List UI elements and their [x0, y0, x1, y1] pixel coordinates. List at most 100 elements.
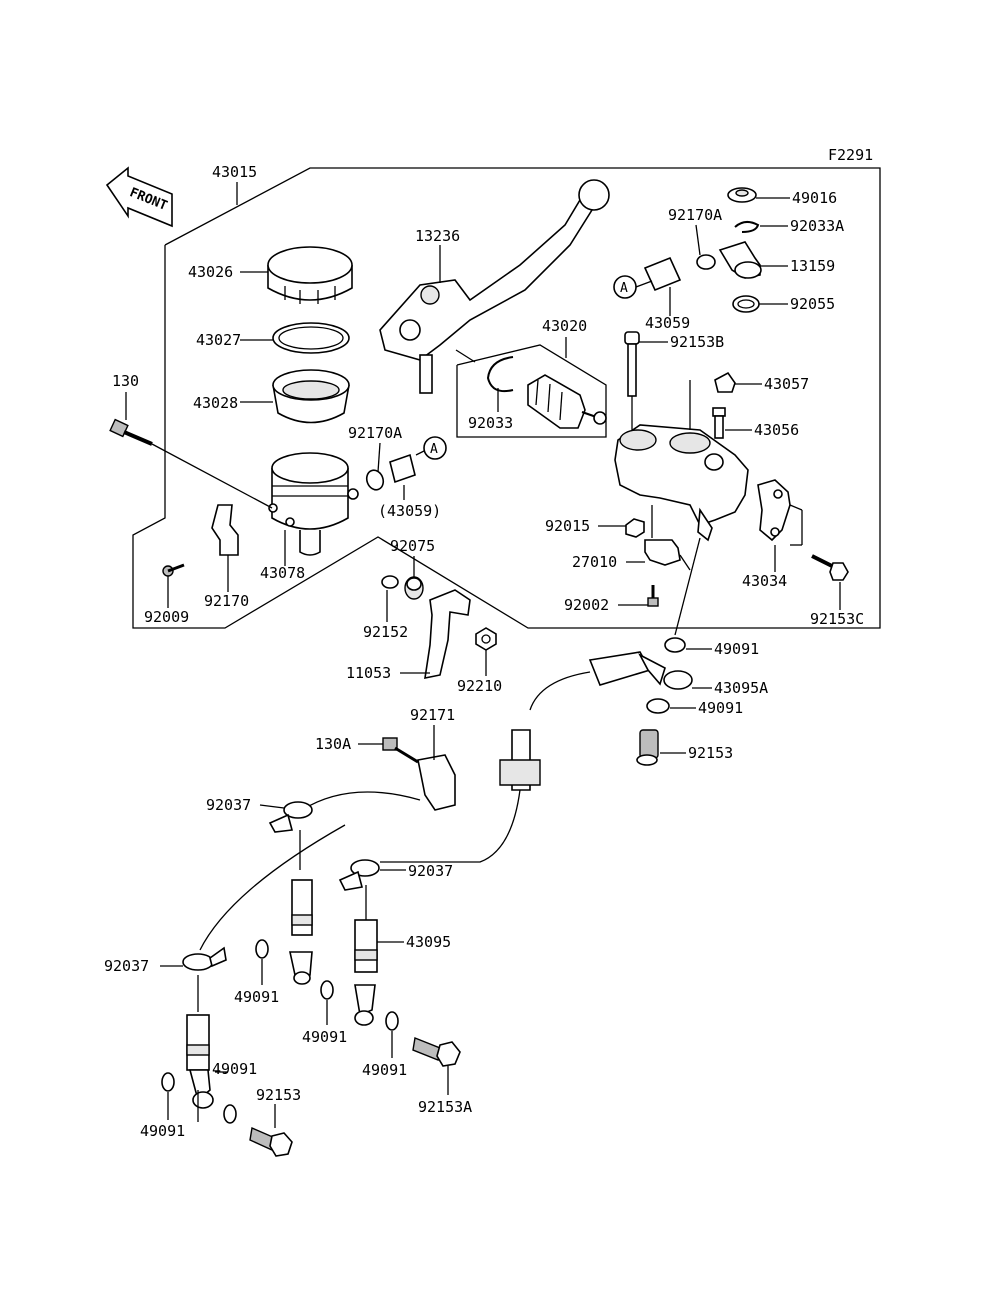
washer-49091-a	[255, 939, 269, 959]
label-92153B: 92153B	[670, 333, 724, 351]
diaphragm-plate-43027	[272, 322, 350, 354]
piston-assembly-43020	[527, 374, 607, 429]
label-49091-b: 49091	[698, 699, 743, 717]
cap-49016	[727, 187, 757, 203]
leader-lines	[125, 197, 841, 1128]
bolt-130A	[382, 737, 419, 764]
hose-clamp-92170A-right	[696, 254, 716, 270]
circlip-92033A	[734, 221, 760, 233]
bracket-11053	[424, 589, 471, 680]
label-49091-c: 49091	[234, 988, 279, 1006]
label-92037-b: 92037	[408, 862, 453, 880]
assembly-boundary	[132, 167, 881, 629]
label-11053: 11053	[346, 664, 391, 682]
label-92170: 92170	[204, 592, 249, 610]
hose-clamp-92037-upper	[268, 801, 313, 833]
label-130: 130	[112, 372, 139, 390]
label-43027: 43027	[196, 331, 241, 349]
hose-clamp-92037-middle	[338, 859, 380, 891]
svg-text:A: A	[430, 442, 438, 457]
label-49091-a: 49091	[714, 640, 759, 658]
clamp-92170	[211, 504, 239, 556]
brake-switch-27010	[644, 505, 691, 571]
bleeder-cap-43057	[714, 371, 736, 393]
label-92170A-left: 92170A	[348, 424, 402, 442]
hose-clamp-92037-lower	[182, 946, 227, 971]
svg-text:A: A	[620, 281, 628, 296]
label-49091-g: 49091	[140, 1122, 185, 1140]
label-43026: 43026	[188, 263, 233, 281]
bolt-92153-bottom	[249, 1127, 293, 1157]
label-43059-paren: (43059)	[378, 502, 441, 520]
label-43095A: 43095A	[714, 679, 768, 697]
hose-43059-right	[643, 256, 682, 292]
hose-section-lower-left	[186, 1014, 214, 1109]
hose-section-left	[289, 879, 313, 985]
bleeder-valve-43056	[712, 407, 726, 439]
hose-43059-left	[389, 453, 416, 484]
label-130A: 130A	[315, 735, 351, 753]
label-92002: 92002	[564, 596, 609, 614]
label-43056: 43056	[754, 421, 799, 439]
label-43078: 43078	[260, 564, 305, 582]
label-43015: 43015	[212, 163, 257, 181]
label-13159: 13159	[790, 257, 835, 275]
label-49016: 49016	[792, 189, 837, 207]
holder-43034	[757, 479, 791, 542]
label-92171: 92171	[410, 706, 455, 724]
label-92037-a: 92037	[206, 796, 251, 814]
main-brake-hose	[380, 729, 541, 863]
piston-group-box	[456, 344, 607, 438]
hose-clamp-92170A-left	[365, 469, 385, 491]
brake-lever-13236	[379, 179, 610, 394]
washer-49091-top	[664, 637, 686, 653]
label-92153C: 92153C	[810, 610, 864, 628]
label-49091-f: 49091	[212, 1060, 257, 1078]
bolt-130	[109, 418, 153, 446]
circlip-92033	[486, 356, 514, 393]
screw-92002	[647, 585, 659, 607]
label-92170A-right: 92170A	[668, 206, 722, 224]
washer-49091-b	[320, 980, 334, 1000]
label-49091-e: 49091	[362, 1061, 407, 1079]
washer-92152	[381, 575, 399, 589]
bolt-92153A	[412, 1037, 461, 1067]
nut-92015	[625, 518, 645, 538]
bolt-92153B	[624, 331, 640, 430]
bracket-92171	[417, 754, 456, 811]
label-92033A: 92033A	[790, 217, 844, 235]
washer-49091-e	[223, 1104, 237, 1124]
label-92153-b: 92153	[256, 1086, 301, 1104]
label-92153A: 92153A	[418, 1098, 472, 1116]
label-43034: 43034	[742, 572, 787, 590]
banjo-hose-43095A	[529, 651, 693, 711]
label-92210: 92210	[457, 677, 502, 695]
callout-A-left: A	[423, 436, 447, 460]
label-43059: 43059	[645, 314, 690, 332]
hose-43095	[354, 885, 378, 1026]
label-92152: 92152	[363, 623, 408, 641]
reservoir-tank-43078	[268, 452, 359, 556]
bolt-92153C	[811, 554, 849, 581]
joint-13159	[718, 241, 762, 279]
washer-49091-c	[385, 1011, 399, 1031]
screw-92009	[162, 563, 185, 577]
master-cylinder-body	[614, 380, 749, 542]
label-43028: 43028	[193, 394, 238, 412]
figure-code: F2291	[828, 146, 873, 164]
label-92033: 92033	[468, 414, 513, 432]
label-92009: 92009	[144, 608, 189, 626]
part-labels: 43015 43026 43027 43028 130 92170A (4305…	[104, 163, 864, 1140]
label-92015: 92015	[545, 517, 590, 535]
washer-49091-d	[161, 1072, 175, 1092]
callout-A-top: A	[613, 275, 637, 299]
label-92055: 92055	[790, 295, 835, 313]
label-92037-c: 92037	[104, 957, 149, 975]
label-49091-d: 49091	[302, 1028, 347, 1046]
diaphragm-43028	[272, 369, 350, 424]
label-43095: 43095	[406, 933, 451, 951]
label-43057: 43057	[764, 375, 809, 393]
label-92153-a: 92153	[688, 744, 733, 762]
label-13236: 13236	[415, 227, 460, 245]
